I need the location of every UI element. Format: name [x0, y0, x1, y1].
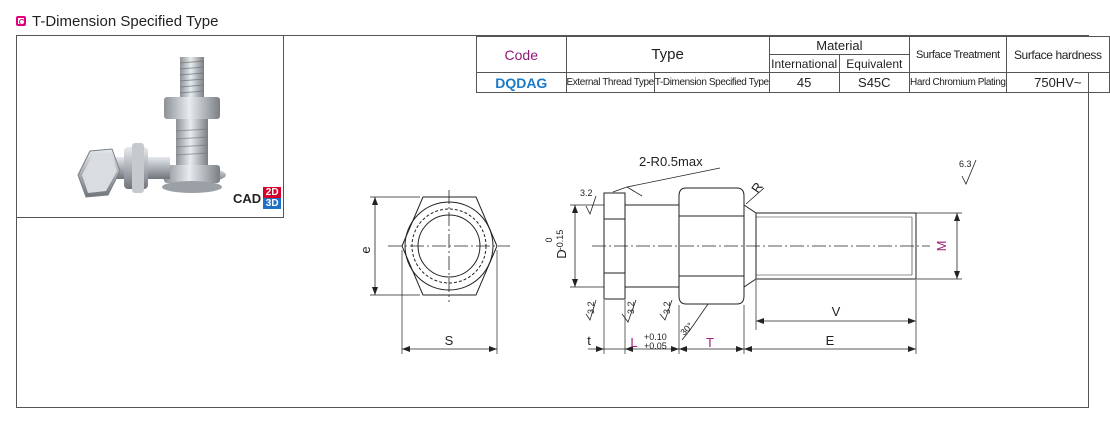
section-title: T-Dimension Specified Type: [32, 12, 219, 30]
header-type: Type: [565, 36, 770, 73]
radius-note: 2-R0.5max: [639, 154, 703, 169]
type-value-1: External Thread Type: [565, 72, 655, 93]
cad-format-stack: 2D 3D: [263, 187, 282, 209]
section-title-row: T-Dimension Specified Type: [16, 12, 218, 30]
cad-3d-badge[interactable]: 3D: [263, 198, 282, 209]
dim-l-tol-upper: +0.10: [644, 332, 667, 342]
roughness-label-3: 3.2: [626, 301, 636, 314]
material-international-value: 45: [768, 72, 840, 93]
hex-outline: [401, 196, 498, 296]
surface-hardness-value: 750HV~: [1005, 72, 1110, 93]
dim-d-tol-upper: 0: [544, 237, 554, 242]
spec-table: Code Type Material Surface Treatment Sur…: [476, 36, 1110, 93]
header-surface-hardness: Surface hardness: [1005, 36, 1110, 73]
product-photo-box: [16, 35, 284, 218]
product-frame: [16, 35, 1089, 408]
angle-label: 30°: [678, 320, 695, 337]
dim-l-label: L: [630, 335, 637, 350]
dim-s-label: S: [445, 333, 454, 348]
cad-label: CAD: [233, 190, 262, 206]
header-surface-treatment: Surface Treatment: [909, 36, 1007, 73]
dim-m-label: M: [934, 241, 949, 252]
bolt-photo-illustration: [77, 57, 226, 198]
dim-d-tol-lower: -0.15: [555, 230, 565, 251]
dim-v-label: V: [832, 304, 841, 319]
dim-t-small-label: t: [587, 333, 591, 348]
dim-t-label: T: [706, 335, 714, 350]
header-material: Material: [768, 36, 911, 55]
roughness-label-4: 3.2: [662, 301, 672, 314]
material-equivalent-value: S45C: [838, 72, 911, 93]
roughness-label-1: 3.2: [580, 188, 593, 198]
roughness-label-2: 3.2: [586, 301, 596, 314]
section-marker-icon: [16, 16, 26, 26]
dim-d-label: D: [554, 249, 569, 258]
type-value-2: T-Dimension Specified Type: [653, 72, 770, 93]
nut-side-outline: [678, 187, 745, 305]
header-material-equivalent: Equivalent: [838, 54, 911, 73]
code-value[interactable]: DQDAG: [476, 72, 567, 93]
dim-e-length-label: E: [826, 333, 835, 348]
r-label: R: [748, 179, 766, 195]
roughness-label-overall: 6.3: [959, 159, 972, 169]
dim-l-tol-lower: +0.05: [644, 341, 667, 351]
cad-badge[interactable]: CAD 2D 3D: [233, 187, 282, 209]
cad-2d-badge[interactable]: 2D: [263, 187, 282, 198]
dim-e-label: e: [358, 246, 373, 253]
header-material-international: International: [768, 54, 840, 73]
